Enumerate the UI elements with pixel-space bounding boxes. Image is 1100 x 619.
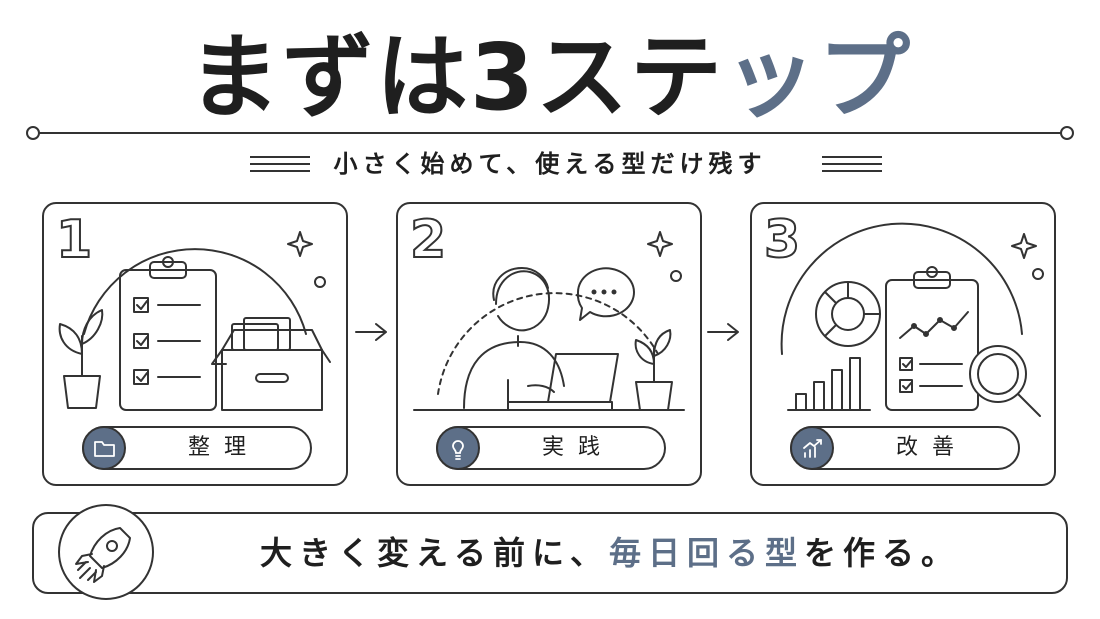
step-label: 改善 xyxy=(895,435,968,460)
title-divider xyxy=(36,132,1064,134)
lightbulb-icon xyxy=(436,426,480,470)
step-number: 3 xyxy=(763,209,801,271)
step-1-illustration xyxy=(58,231,331,411)
plant-pot-icon xyxy=(63,375,101,409)
sparkle-icon xyxy=(287,231,313,257)
growth-chart-icon xyxy=(790,426,834,470)
summary-text: 大きく変える前に、毎日回る型を作る。 xyxy=(174,514,1046,592)
divider-dot-left xyxy=(26,126,40,140)
arrow-right-icon xyxy=(707,323,739,341)
sparkle-icon xyxy=(1011,233,1037,259)
plant-pot-icon xyxy=(635,381,673,411)
step-2-illustration xyxy=(413,231,685,411)
dot-icon xyxy=(670,270,682,282)
step-card-3: 3 改善 xyxy=(750,202,1056,486)
summary-banner: 大きく変える前に、毎日回る型を作る。 xyxy=(32,504,1068,600)
subtitle-lines-left xyxy=(250,156,310,172)
speech-bubble-icon xyxy=(576,267,635,321)
step-label-pill: 整理 xyxy=(82,426,312,470)
folder-icon xyxy=(82,426,126,470)
arrow-right-icon xyxy=(355,323,387,341)
step-label-pill: 改善 xyxy=(790,426,1020,470)
step-number: 1 xyxy=(55,209,93,271)
person-head xyxy=(495,270,550,332)
step-label: 実践 xyxy=(541,435,614,460)
step-card-1: 1 整理 xyxy=(42,202,348,486)
summary-text-accent: 毎日回る型 xyxy=(609,534,805,572)
page-title: まずは3ステップ xyxy=(0,18,1100,138)
subtitle-lines-right xyxy=(822,156,882,172)
bar-chart-icon xyxy=(795,393,807,411)
dot-icon xyxy=(314,276,326,288)
rocket-icon xyxy=(58,504,154,600)
step-number: 2 xyxy=(409,209,447,271)
subtitle: 小さく始めて、使える型だけ残す xyxy=(333,150,767,178)
dot-icon xyxy=(1032,268,1044,280)
laptop-icon xyxy=(547,353,619,403)
step-3-illustration xyxy=(780,222,1044,417)
step-card-2: 2 実践 xyxy=(396,202,702,486)
summary-text-after: を作る。 xyxy=(804,534,961,572)
file-box-icon xyxy=(221,349,323,411)
report-clipboard-icon xyxy=(885,279,979,411)
summary-text-before: 大きく変える前に、 xyxy=(259,534,610,572)
title-accent: ップ xyxy=(724,24,913,131)
clipboard-icon xyxy=(119,269,217,411)
divider-dot-right xyxy=(1060,126,1074,140)
step-label-pill: 実践 xyxy=(436,426,666,470)
sparkle-icon xyxy=(647,231,673,257)
title-main: まずは3ステ xyxy=(187,24,724,131)
step-label: 整理 xyxy=(187,435,260,460)
